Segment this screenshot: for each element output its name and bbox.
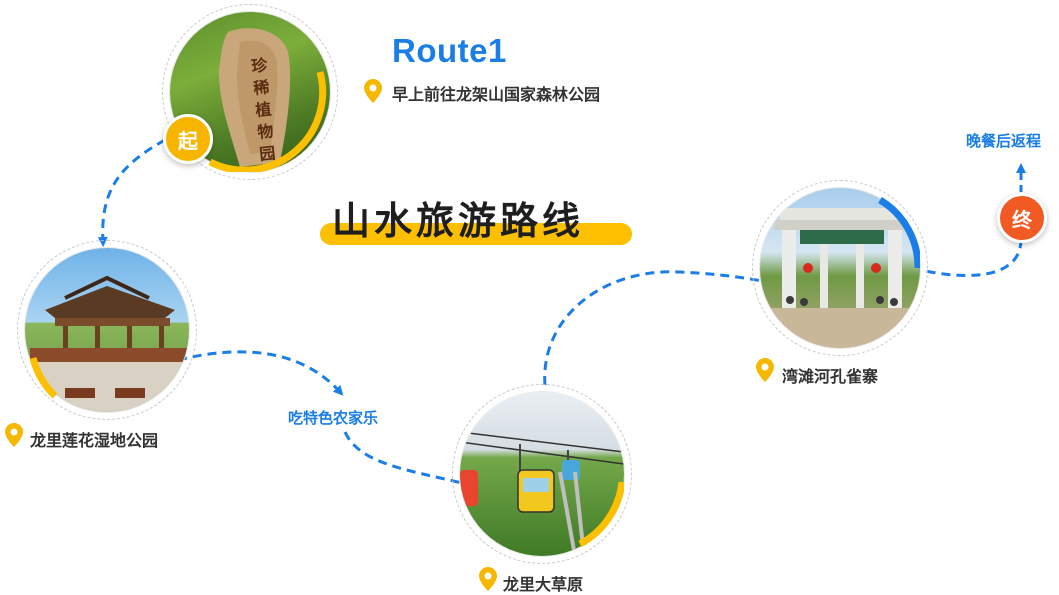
location-pin-icon xyxy=(479,567,497,591)
photo-accent-arc xyxy=(208,71,327,172)
svg-text:物: 物 xyxy=(256,121,274,142)
photo-accent-arc xyxy=(578,481,624,548)
svg-text:植: 植 xyxy=(253,99,272,120)
path-segment-4 xyxy=(543,270,781,386)
photo-ring xyxy=(17,240,197,420)
lotus-park-photo xyxy=(25,248,189,412)
svg-text:珍: 珍 xyxy=(250,55,269,76)
headline: 山水旅游路线 xyxy=(332,199,585,243)
location-pin-icon xyxy=(756,358,774,382)
path-segment-2 xyxy=(177,350,344,396)
start-badge: 起 xyxy=(163,114,213,164)
start-description: 早上前往龙架山国家森林公园 xyxy=(392,85,601,104)
farm-meal-label: 吃特色农家乐 xyxy=(288,409,379,427)
pavilion-illustration xyxy=(30,275,188,412)
svg-text:园: 园 xyxy=(258,143,276,164)
svg-text:稀: 稀 xyxy=(252,77,270,98)
location-pin-icon xyxy=(364,79,382,103)
photo-ring xyxy=(452,384,632,564)
path-segment-1 xyxy=(97,138,166,247)
gate-illustration xyxy=(760,208,920,348)
peacock-village-label: 湾滩河孔雀寨 xyxy=(782,367,879,386)
grassland-label: 龙里大草原 xyxy=(503,575,584,594)
lotus-park-label: 龙里莲花湿地公园 xyxy=(30,431,159,450)
photo-ring xyxy=(162,4,338,180)
photo-ring xyxy=(752,180,928,356)
stone-tablet-illustration: 珍 稀 植 物 园 xyxy=(219,28,291,168)
cable-car-illustration xyxy=(460,431,624,556)
headline-underline xyxy=(320,223,632,245)
photo-accent-arc xyxy=(878,196,920,269)
path-segment-5 xyxy=(911,239,1023,277)
end-badge: 终 xyxy=(997,193,1047,243)
return-label: 晚餐后返程 xyxy=(966,132,1042,150)
location-pin-icon xyxy=(5,423,23,447)
route-title: Route1 xyxy=(392,32,507,69)
photo-accent-arc xyxy=(29,357,58,399)
